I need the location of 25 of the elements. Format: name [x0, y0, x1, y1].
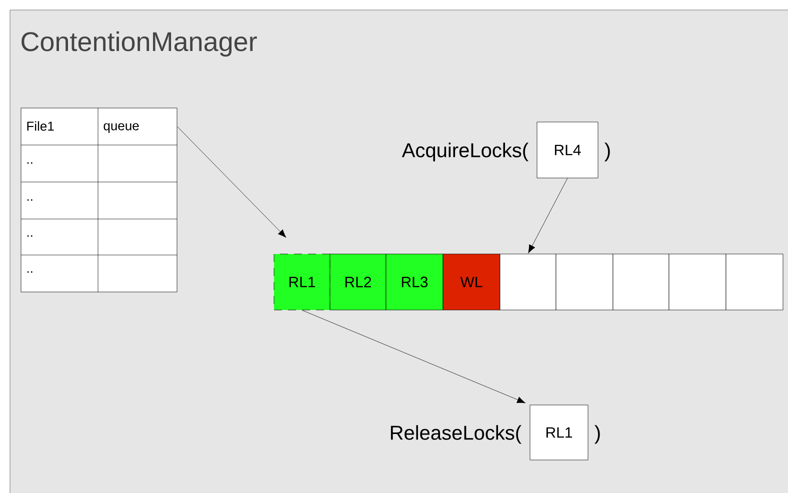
arrow: [177, 126, 286, 238]
call-text: ): [594, 425, 600, 444]
lock-slot: [668, 254, 726, 310]
table-cell: queue: [104, 123, 139, 133]
table-text: ..: [27, 162, 32, 164]
lock-slot: [556, 254, 614, 310]
arrow: [528, 178, 568, 254]
lock-slot: [500, 254, 556, 310]
lock-slot: RL2: [330, 254, 386, 310]
lock-slot: RL1: [274, 254, 330, 310]
table-text: File1: [27, 121, 54, 131]
lock-slot: [726, 254, 784, 310]
call-text: AcquireLocks(: [402, 142, 528, 162]
parameter-box: RL1: [530, 404, 588, 460]
call-text: ReleaseLocks(: [390, 425, 522, 444]
panel-title: ContentionManager: [22, 31, 257, 57]
lock-slot: RL3: [386, 254, 444, 310]
parameter-box: RL4: [536, 122, 598, 178]
table-text: ..: [27, 235, 32, 237]
lock-slot: [612, 254, 670, 310]
lock-slot: WL: [442, 254, 500, 310]
table-text: ..: [27, 199, 32, 201]
call-text: ): [604, 142, 610, 162]
arrow: [302, 310, 526, 404]
table-text: ..: [27, 271, 32, 273]
